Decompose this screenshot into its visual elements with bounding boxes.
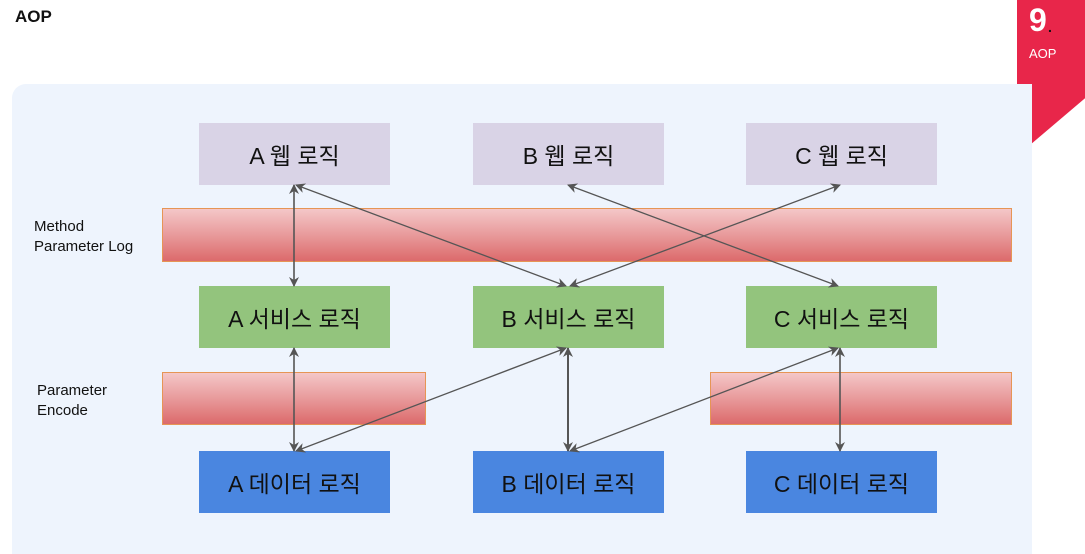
label-line: Parameter Log (34, 238, 134, 255)
method-parameter-log-label: Method Parameter Log (34, 217, 133, 257)
label-line: Method (34, 218, 85, 235)
parameter-encode-band-left (162, 372, 426, 425)
slide-title: AOP (15, 7, 52, 26)
data-logic-a: A 데이터 로직 (199, 451, 390, 513)
service-logic-b: B 서비스 로직 (473, 286, 664, 348)
data-logic-b: B 데이터 로직 (473, 451, 664, 513)
section-number-dot: . (1048, 19, 1052, 35)
web-logic-b: B 웹 로직 (473, 123, 664, 185)
section-number: 9 (1029, 2, 1047, 38)
section-label: AOP (1029, 46, 1057, 61)
service-logic-c: C 서비스 로직 (746, 286, 937, 348)
web-logic-c: C 웹 로직 (746, 123, 937, 185)
parameter-encode-label: Parameter Encode (37, 381, 107, 421)
method-parameter-log-band (162, 208, 1012, 262)
web-logic-a: A 웹 로직 (199, 123, 390, 185)
label-line: Encode (37, 402, 88, 419)
service-logic-a: A 서비스 로직 (199, 286, 390, 348)
label-line: Parameter (37, 382, 108, 399)
parameter-encode-band-right (710, 372, 1012, 425)
data-logic-c: C 데이터 로직 (746, 451, 937, 513)
